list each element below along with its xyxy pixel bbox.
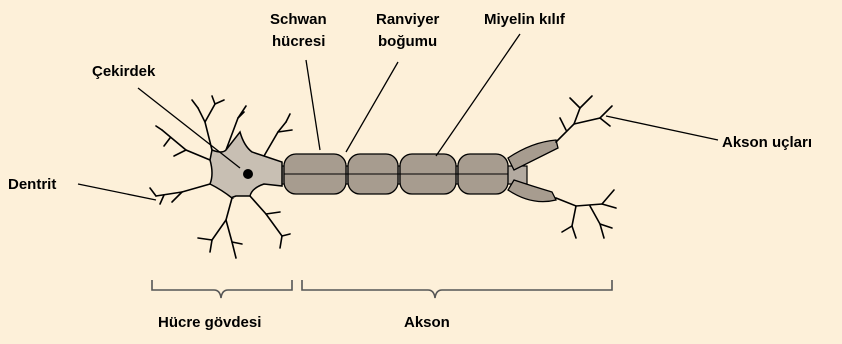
- cell-body-label: Hücre gövdesi: [158, 314, 261, 331]
- schwann-pointer: [306, 60, 320, 150]
- schwann-label-line1: Schwan: [270, 11, 327, 28]
- terminal-sheath: [508, 180, 556, 202]
- ranvier-label-line1: Ranviyer: [376, 11, 440, 28]
- ranvier-pointer: [346, 62, 398, 152]
- myelin-pointer: [436, 34, 520, 156]
- nucleus-label: Çekirdek: [92, 63, 156, 80]
- myelin-label: Miyelin kılıf: [484, 11, 566, 28]
- axon-brace: [302, 280, 612, 298]
- axon-label: Akson: [404, 314, 450, 331]
- dendrite-pointer: [78, 184, 156, 200]
- axon-terminals: [556, 96, 616, 238]
- axon-terminals-pointer: [606, 116, 718, 140]
- dendrite-label: Dentrit: [8, 176, 56, 193]
- terminal-sheath: [508, 140, 558, 170]
- cell-body-brace: [152, 280, 292, 298]
- schwann-label-line2: hücresi: [272, 33, 325, 50]
- cell-body: [210, 132, 282, 198]
- axon-terminals-label: Akson uçları: [722, 134, 812, 151]
- ranvier-label-line2: boğumu: [378, 33, 437, 50]
- nucleus: [243, 169, 253, 179]
